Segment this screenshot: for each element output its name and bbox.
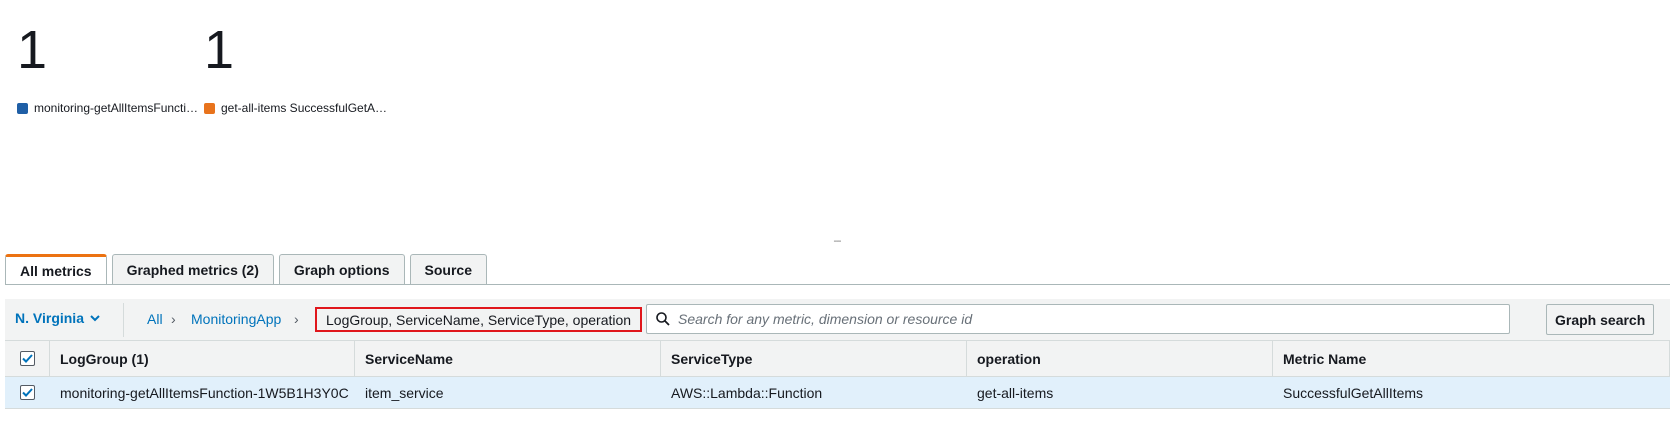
metric-value-1: 1 — [17, 20, 48, 80]
legend-swatch-orange — [204, 102, 215, 114]
column-header-metric-name[interactable]: Metric Name — [1273, 341, 1670, 376]
column-header-loggroup[interactable]: LogGroup (1) — [50, 341, 355, 376]
metric-value-2: 1 — [204, 20, 235, 80]
region-label: N. Virginia — [15, 310, 84, 326]
metric-search-box — [646, 304, 1510, 334]
legend-item-2[interactable]: get-all-items SuccessfulGetA… — [204, 101, 387, 115]
table-header-row: LogGroup (1) ServiceName ServiceType ope… — [5, 341, 1670, 377]
breadcrumb-monitoringapp[interactable]: MonitoringApp — [191, 311, 282, 327]
legend-label: monitoring-getAllItemsFuncti… — [34, 101, 199, 115]
legend-item-1[interactable]: monitoring-getAllItemsFuncti… — [17, 101, 198, 115]
cell-servicetype: AWS::Lambda::Function — [671, 384, 823, 401]
column-header-servicename[interactable]: ServiceName — [355, 341, 661, 376]
search-input[interactable] — [676, 310, 1509, 328]
cell-servicename: item_service — [365, 384, 444, 401]
metrics-table: LogGroup (1) ServiceName ServiceType ope… — [5, 341, 1670, 409]
select-all-cell — [5, 341, 50, 376]
row-checkbox[interactable] — [20, 385, 35, 400]
select-all-checkbox[interactable] — [19, 351, 35, 366]
column-header-operation[interactable]: operation — [967, 341, 1273, 376]
tab-all-metrics[interactable]: All metrics — [5, 254, 107, 285]
legend-label: get-all-items SuccessfulGetA… — [221, 101, 388, 115]
tab-panel-border — [5, 284, 1670, 285]
tab-graphed-metrics[interactable]: Graphed metrics (2) — [111, 254, 274, 285]
cell-loggroup: monitoring-getAllItemsFunction-1W5B1H3Y0… — [60, 384, 349, 401]
legend-swatch-blue — [17, 102, 28, 114]
column-header-servicetype[interactable]: ServiceType — [661, 341, 967, 376]
row-select-cell — [5, 377, 50, 408]
region-selector[interactable]: N. Virginia — [15, 310, 100, 326]
checkmark-icon — [22, 388, 33, 397]
chevron-down-icon — [90, 314, 100, 321]
tab-graph-options[interactable]: Graph options — [278, 254, 405, 285]
toolbar-divider — [123, 303, 124, 337]
breadcrumb-separator-icon: › — [294, 311, 299, 327]
breadcrumb-all[interactable]: All — [147, 311, 163, 327]
search-icon — [656, 312, 670, 326]
table-row[interactable]: monitoring-getAllItemsFunction-1W5B1H3Y0… — [5, 377, 1670, 409]
checkmark-icon — [21, 354, 33, 363]
graph-resize-handle[interactable]: --- — [833, 236, 842, 247]
tab-source[interactable]: Source — [409, 254, 487, 285]
metrics-toolbar: N. Virginia All › MonitoringApp › LogGro… — [5, 299, 1670, 341]
graph-search-button[interactable]: Graph search — [1546, 304, 1655, 335]
tab-bar: All metrics Graphed metrics (2) Graph op… — [5, 254, 492, 285]
breadcrumb-current: LogGroup, ServiceName, ServiceType, oper… — [315, 307, 643, 332]
cell-operation: get-all-items — [977, 384, 1054, 401]
breadcrumb-separator-icon: › — [171, 311, 176, 327]
cell-metric-name: SuccessfulGetAllItems — [1283, 384, 1424, 401]
